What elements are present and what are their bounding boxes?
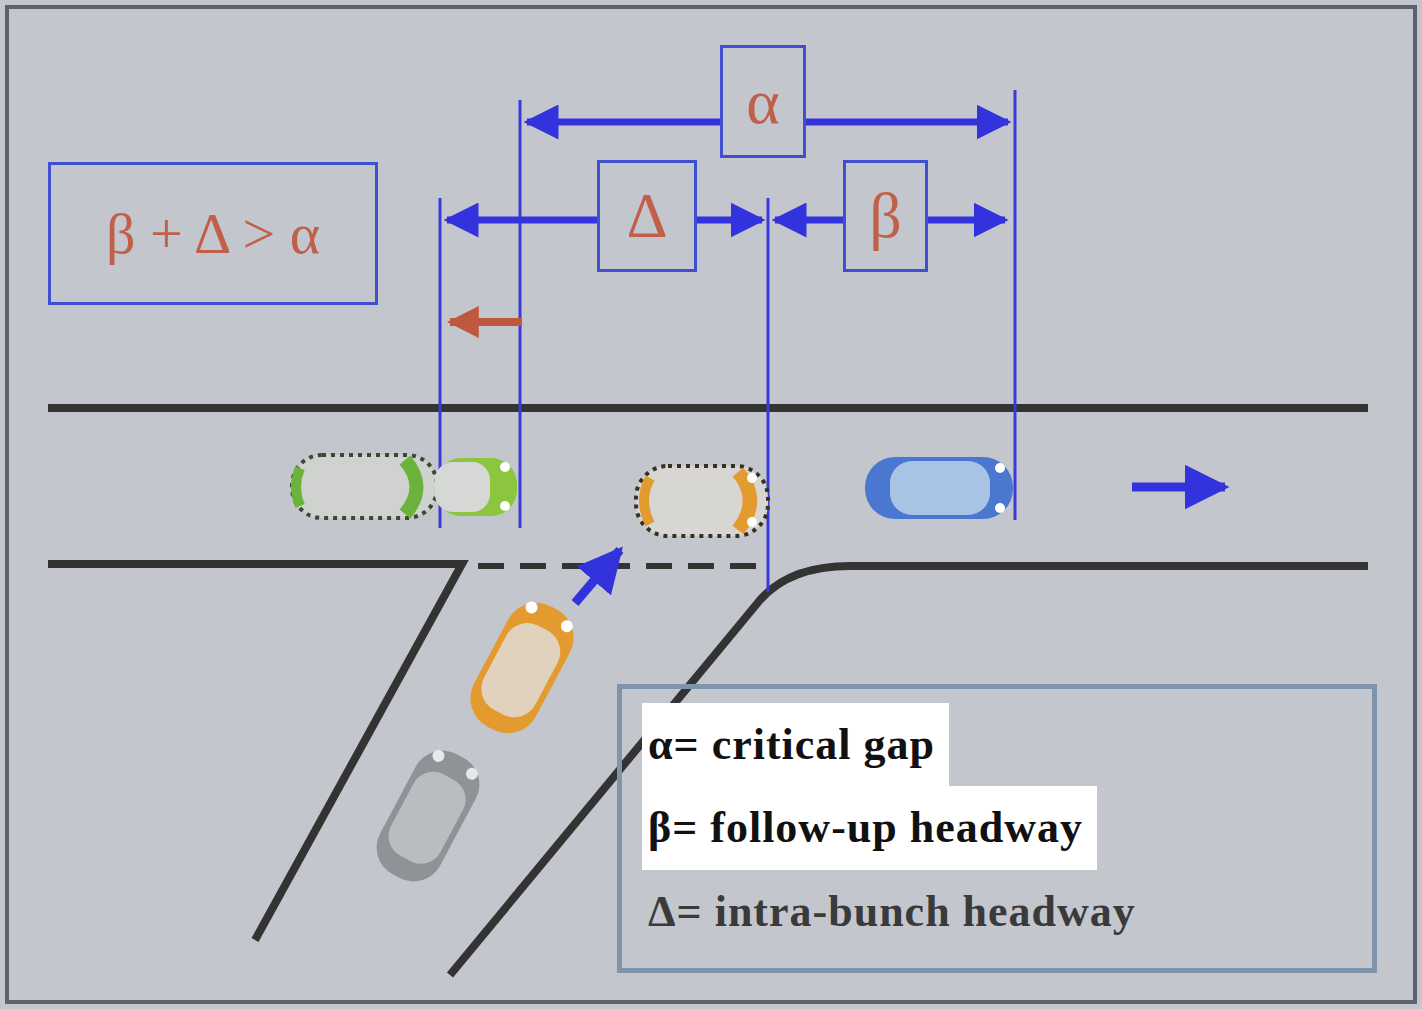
symbol-text: β	[869, 184, 902, 248]
definition-text: β= follow-up headway	[642, 786, 1097, 870]
definition-text: α= critical gap	[642, 703, 949, 787]
symbol-text: Δ	[626, 184, 667, 248]
definition-box: α= critical gapβ= follow-up headwayΔ= in…	[617, 684, 1377, 973]
dimension-label-box: Δ	[597, 160, 697, 272]
dimension-label-box: β	[843, 160, 928, 272]
dimension-label-box: α	[720, 45, 806, 158]
definition-text: Δ= intra-bunch headway	[642, 870, 1150, 954]
symbol-text: α	[746, 70, 780, 134]
condition-box: β + Δ > α	[48, 162, 378, 305]
symbol-text: β + Δ > α	[106, 205, 320, 263]
